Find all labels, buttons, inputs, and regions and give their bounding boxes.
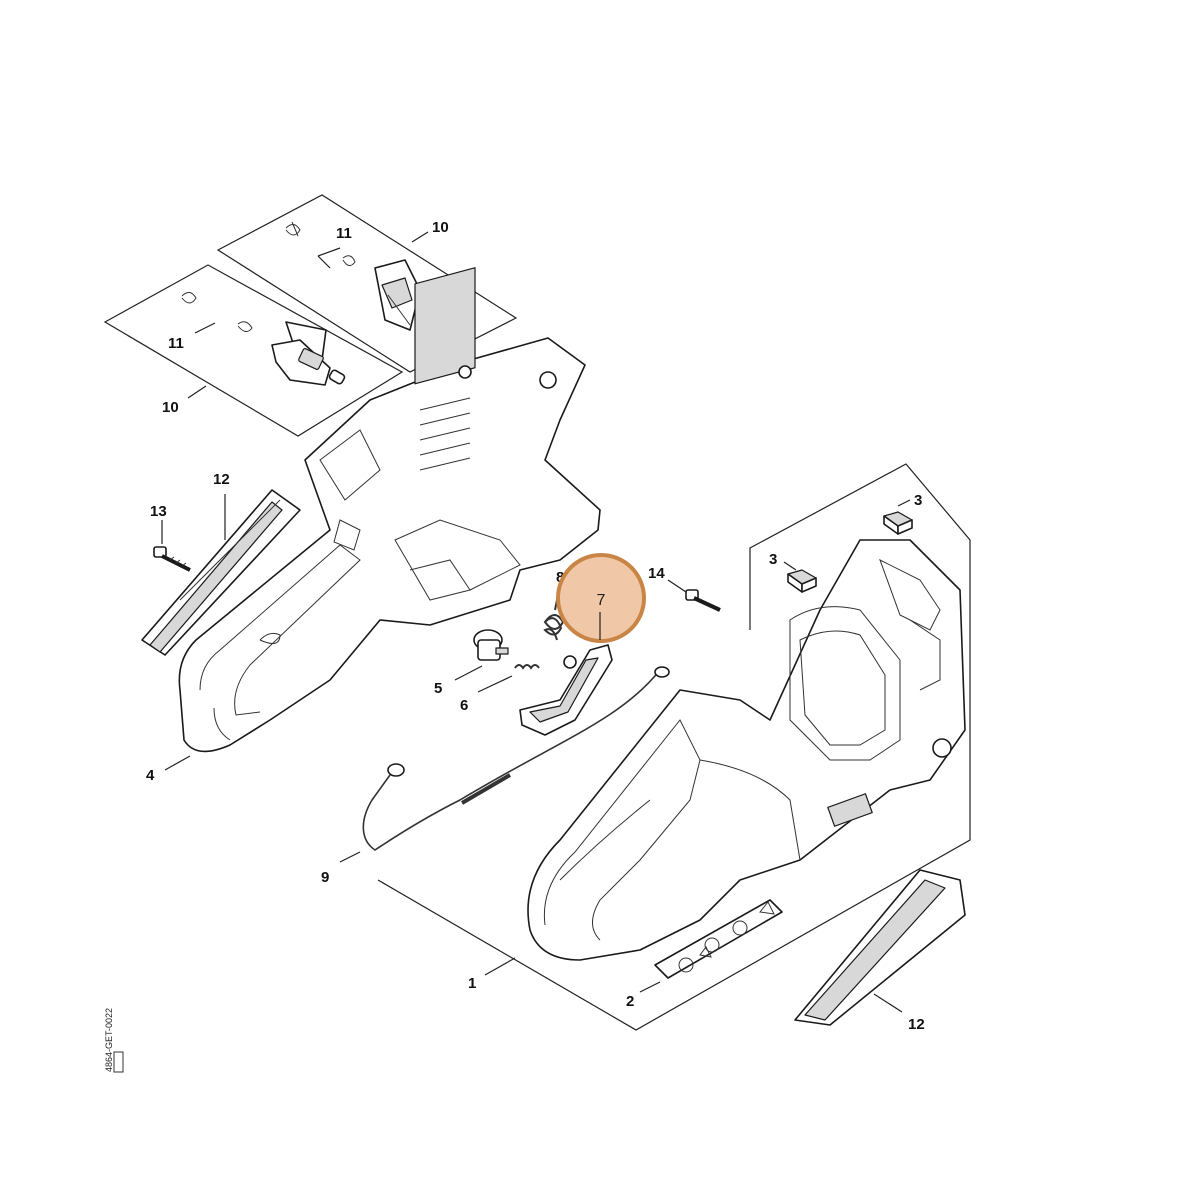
drawing-code: 4864-GET-0022 [104,1008,114,1072]
screw-part-13 [153,546,191,572]
callout-4: 4 [146,767,155,784]
callout-9: 9 [321,869,329,886]
callout-10-upper: 10 [432,219,449,236]
warning-label-part-2 [654,899,783,979]
block-part-3-lower [787,569,817,593]
inset-box-lower [103,264,404,437]
callout-labels: 10 11 11 10 12 13 8 14 3 3 5 6 4 9 1 2 1… [146,219,925,1033]
callout-3-upper: 3 [914,492,922,509]
drawing-code-box [113,1051,124,1073]
grip-strip-right [794,869,966,1026]
part-7-lever [519,644,613,736]
callout-11-upper: 11 [336,225,352,242]
callout-12-right: 12 [908,1016,925,1033]
block-part-3-upper [883,511,913,535]
buffer-part-lower [271,321,346,386]
housing-part-4 [178,267,601,753]
part-6-spring [514,664,540,670]
inset-box-housing-1 [377,463,971,1031]
callout-11-lower: 11 [168,335,184,352]
callout-13: 13 [150,503,167,520]
cable-part-9 [362,666,670,851]
drawing-code-text: 4864-GET-0022 [104,1008,114,1072]
callout-14: 14 [648,565,665,582]
screw-part-14 [685,589,721,612]
part-5-bushing [473,629,509,661]
callout-12-left: 12 [213,471,230,488]
callout-6: 6 [460,697,468,714]
housing-part-1 [527,539,966,961]
highlight-label: 7 [597,592,606,609]
callout-10-lower: 10 [162,399,179,416]
callout-1: 1 [468,975,476,992]
callout-2: 2 [626,993,634,1010]
highlight-marker-7[interactable]: 7 [556,553,646,643]
callout-5: 5 [434,680,442,697]
callout-3-lower: 3 [769,551,777,568]
grip-strip-left [141,489,301,656]
callout-8: 8 [556,569,564,586]
